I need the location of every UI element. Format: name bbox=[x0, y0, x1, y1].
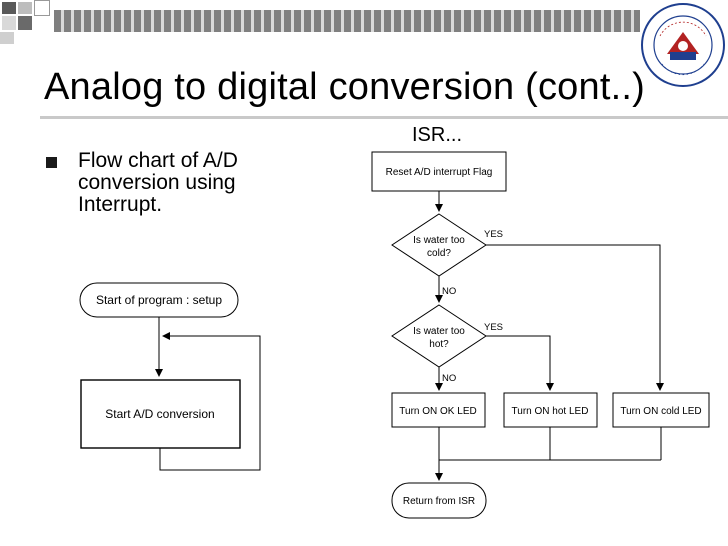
yes-label-hot: YES bbox=[484, 322, 503, 333]
header-square bbox=[18, 16, 32, 30]
slide-title: Analog to digital conversion (cont..) bbox=[44, 66, 645, 108]
return-terminal bbox=[391, 482, 487, 519]
no-label-cold: NO bbox=[442, 286, 456, 297]
title-divider bbox=[40, 116, 728, 119]
yes-label-cold: YES bbox=[484, 229, 503, 240]
decision-cold-line2: cold? bbox=[427, 248, 451, 259]
header-square bbox=[0, 32, 14, 44]
decision-hot-line2: hot? bbox=[429, 339, 449, 350]
ok-led-label: Turn ON OK LED bbox=[399, 406, 476, 417]
cold-led-label: Turn ON cold LED bbox=[620, 406, 701, 417]
edge-cold-yes bbox=[486, 244, 664, 391]
decision-cold-line1: Is water too bbox=[413, 235, 465, 246]
ok-led-process bbox=[391, 392, 486, 428]
header-square bbox=[34, 0, 50, 16]
return-label: Return from ISR bbox=[403, 496, 475, 507]
hot-led-process bbox=[503, 392, 598, 428]
header-decoration bbox=[0, 0, 728, 44]
reset-flag-label: Reset A/D interrupt Flag bbox=[386, 167, 493, 178]
reset-flag-process bbox=[371, 151, 507, 192]
header-square bbox=[2, 2, 16, 14]
header-stripe bbox=[54, 10, 640, 32]
bullet-text: Flow chart of A/D conversion using Inter… bbox=[78, 149, 238, 216]
start-conversion-process bbox=[80, 379, 241, 449]
bullet-square-icon bbox=[46, 157, 57, 168]
university-logo-icon bbox=[640, 2, 726, 88]
start-conversion-label: Start A/D conversion bbox=[105, 407, 214, 421]
edge-loop-back bbox=[159, 332, 261, 471]
hot-led-label: Turn ON hot LED bbox=[512, 406, 589, 417]
edge-hot-yes bbox=[486, 335, 554, 391]
decision-hot-line1: Is water too bbox=[413, 326, 465, 337]
cold-led-process bbox=[612, 392, 710, 428]
no-label-hot: NO bbox=[442, 373, 456, 384]
start-terminal-label: Start of program : setup bbox=[96, 293, 222, 307]
header-square bbox=[18, 2, 32, 14]
isr-heading: ISR... bbox=[412, 124, 463, 146]
header-square bbox=[2, 16, 16, 30]
